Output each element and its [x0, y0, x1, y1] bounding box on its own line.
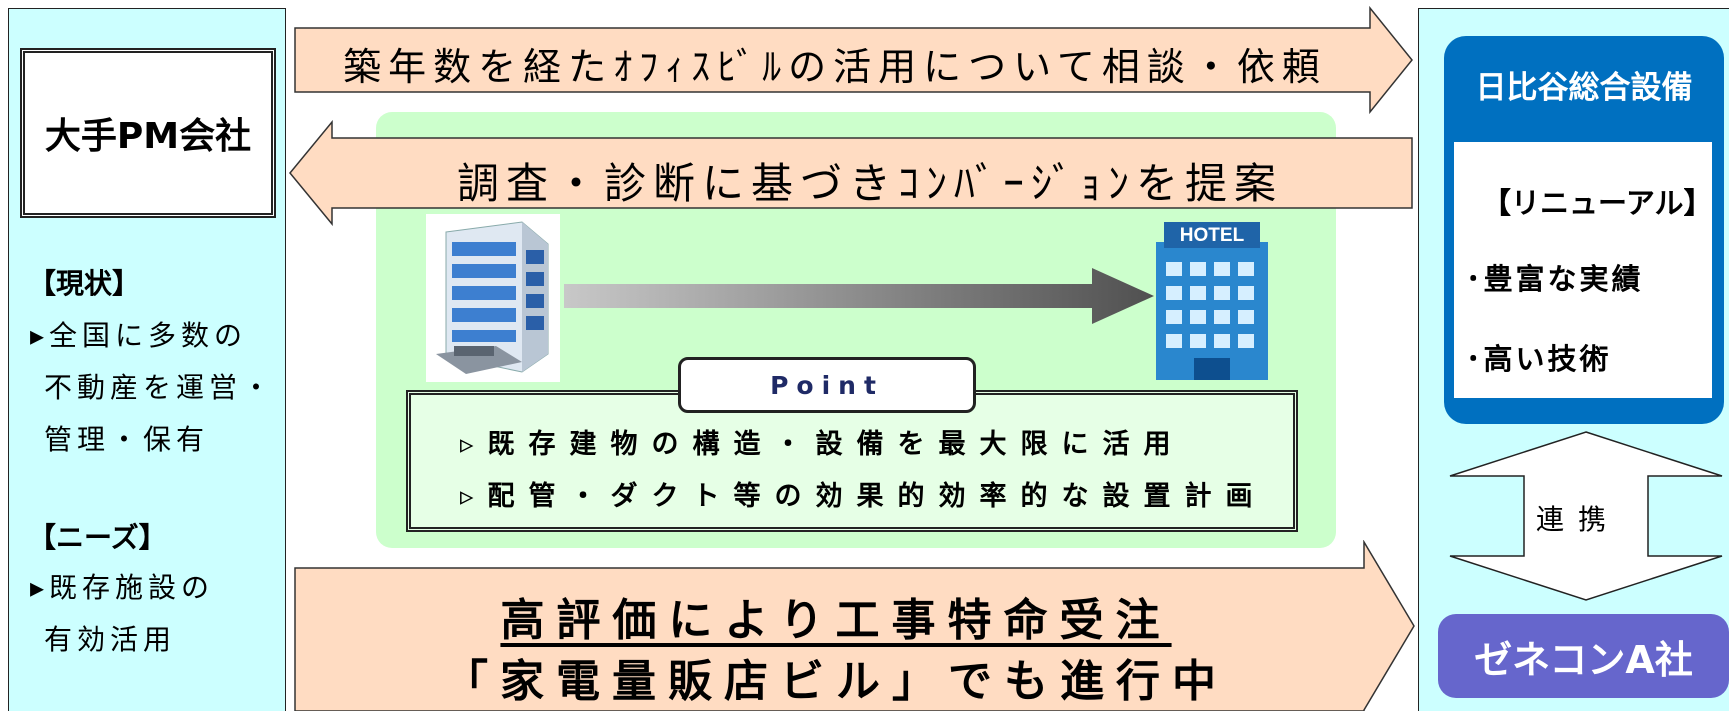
- renewal-heading: 【リニューアル】: [1482, 186, 1713, 220]
- office-building-icon: [426, 214, 560, 382]
- cooperation-double-arrow: [1449, 431, 1723, 601]
- request-arrow: [294, 6, 1413, 114]
- status-heading: 【現状】: [28, 267, 141, 300]
- point-label-tab: Point: [678, 357, 976, 413]
- pm-company-box: 大手PM会社: [20, 48, 276, 218]
- point-item-2: ▹配管・ダクト等の効果的効率的な設置計画: [460, 481, 1267, 512]
- status-line-3: 管理・保有: [44, 423, 210, 456]
- needs-heading: 【ニーズ】: [28, 521, 167, 554]
- pm-company-label: 大手PM会社: [44, 116, 252, 157]
- status-line-1: ▸全国に多数の: [30, 319, 248, 352]
- needs-line-1: ▸既存施設の: [30, 571, 215, 604]
- request-text: 築年数を経たｵﾌｨｽﾋﾞﾙの活用について相談・依頼: [343, 45, 1327, 89]
- hotel-sign: HOTEL: [1180, 225, 1245, 246]
- point-label: Point: [770, 370, 884, 400]
- feature-track-record: ･豊富な実績: [1466, 262, 1644, 296]
- partner-company-box: ゼネコンA社: [1438, 614, 1729, 698]
- order-text-line-1-label: 高評価により工事特命受注: [500, 595, 1172, 646]
- conversion-arrow: [564, 268, 1154, 324]
- hotel-building-icon: HOTEL: [1156, 222, 1268, 380]
- hibiya-features-box: [1454, 142, 1712, 398]
- partner-company-label: ゼネコンA社: [1474, 637, 1693, 682]
- status-line-2: 不動産を運営・: [44, 371, 276, 404]
- feature-technology: ･高い技術: [1466, 342, 1612, 376]
- needs-line-2: 有効活用: [44, 623, 177, 656]
- proposal-text: 調査・診断に基づきｺﾝﾊﾞｰｼﾞｮﾝを提案: [456, 159, 1283, 208]
- proposal-arrow: [289, 120, 1413, 226]
- cooperation-label: 連携: [1536, 503, 1621, 536]
- order-text-line-1: 高評価により工事特命受注: [300, 584, 1372, 648]
- order-arrow: [294, 540, 1415, 711]
- order-text-line-2: 「家電量販店ビル」でも進行中: [444, 656, 1228, 707]
- point-item-1: ▹既存建物の構造・設備を最大限に活用: [460, 429, 1185, 460]
- hibiya-title: 日比谷総合設備: [1475, 70, 1693, 106]
